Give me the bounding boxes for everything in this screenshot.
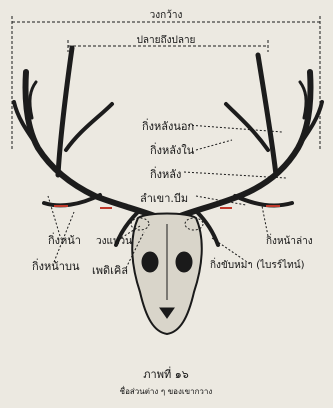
label-burr: เพดิเคิล [92,264,128,277]
label-front-tine-lower: กิ่งหน้าล่าง [266,233,313,247]
figure-caption: ภาพที่ ๑๖ [143,366,188,381]
label-front-tine-upper: กิ่งหน้าบน [32,258,80,273]
label-circumference: วงแหวน [96,236,132,247]
label-front-tine: กิ่งหน้า [48,232,81,247]
label-main-beam: ลำเขา.บีม [140,192,188,205]
label-brow-tine: กิ่งขับหมา (ไบรร์ไทน์) [210,257,305,271]
red-marks [54,206,280,208]
tip-to-tip-label: ปลายถึงปลาย [137,34,196,46]
spread-label: วงกว้าง [150,9,183,21]
left-antler [14,48,160,245]
figure-subcaption: ชื่อส่วนต่าง ๆ ของเขากวาง [120,385,213,396]
label-back-tine: กิ่งหลัง [150,166,182,181]
label-back-tine-outer: กิ่งหลังนอก [142,118,195,133]
label-back-tine-inner: กิ่งหลังใน [150,142,195,157]
